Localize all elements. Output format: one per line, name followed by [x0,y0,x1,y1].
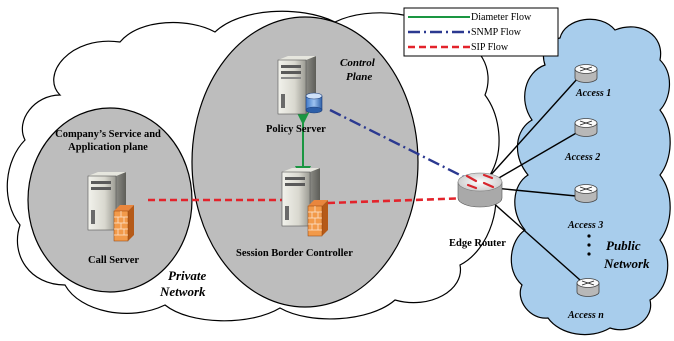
access-router-n-icon [576,278,600,297]
legend-sip: SIP Flow [471,42,509,53]
database-icon [305,92,323,114]
public-network-label-2: Network [603,256,650,271]
access-3-label: Access 3 [567,220,603,231]
control-plane-label-1: Control [340,57,376,69]
access-router-3-icon [574,184,598,203]
company-plane-label-1: Company’s Service and [55,129,161,140]
private-network-label-2: Network [159,284,206,299]
legend-snmp: SNMP Flow [471,27,522,38]
sbc-label: Session Border Controller [236,248,353,259]
call-server-label: Call Server [88,255,139,266]
policy-server-icon [277,56,316,115]
edge-router-icon [457,172,503,208]
session-border-controller-icon [281,168,320,227]
edge-router-label: Edge Router [449,238,506,249]
public-network-label-1: Public [606,238,641,253]
call-server-firewall-icon [113,205,134,242]
call-server-icon [87,172,126,231]
firewall-icon [307,200,328,237]
access-n-label: Access n [567,310,604,321]
access-router-1-icon [574,64,598,83]
access-router-2-icon [574,118,598,137]
public-network-cloud [510,18,671,336]
legend: Diameter Flow SNMP Flow SIP Flow [403,7,559,57]
control-plane-label-2: Plane [346,71,372,83]
snmp-flow-line [329,108,471,182]
sip-flow-line-router [327,196,471,205]
legend-diameter: Diameter Flow [471,12,532,23]
company-plane-label-2: Application plane [68,142,148,153]
access-2-label: Access 2 [564,152,600,163]
policy-server-label: Policy Server [266,124,326,135]
ellipsis-dots [587,234,591,256]
access-1-label: Access 1 [575,88,611,99]
access-links [487,77,581,281]
private-network-label-1: Private [168,268,206,283]
